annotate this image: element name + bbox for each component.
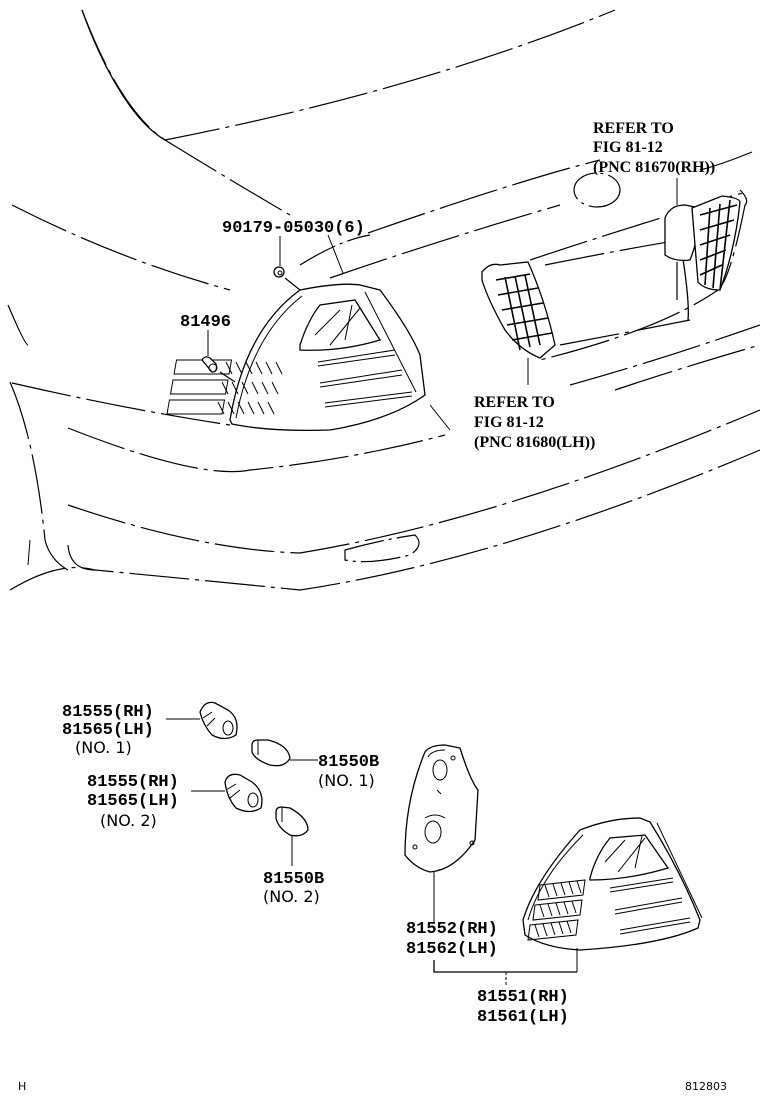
bulb-no1-part: 81550B <box>318 753 379 772</box>
socket-no2-icon <box>224 773 263 813</box>
nut-icon <box>273 266 285 278</box>
installed-tail-lamp <box>166 283 426 432</box>
label-socket-no2: 81555(RH) 81565(LH) (NO. 2) <box>87 773 179 830</box>
refer-lh-line3: (PNC 81680(LH)) <box>474 434 595 451</box>
gasket-rh: 81552(RH) <box>406 920 498 939</box>
socket-no2-lh: 81565(LH) <box>87 792 179 811</box>
refer-lh-line2: FIG 81-12 <box>474 414 544 431</box>
label-bulb-no2: 81550B (NO. 2) <box>263 870 324 906</box>
screw-icon <box>201 356 218 373</box>
refer-rh-line3: (PNC 81670(RH)) <box>593 159 715 176</box>
label-lamp-assembly: 81551(RH) 81561(LH) <box>477 988 569 1027</box>
label-bulb-no1: 81550B (NO. 1) <box>318 753 379 790</box>
label-gasket: 81552(RH) 81562(LH) <box>406 920 498 959</box>
bulb-no2-note: (NO. 2) <box>263 887 320 906</box>
label-nut-part-number: 90179-05030(6) <box>222 219 365 238</box>
label-socket-no1: 81555(RH) 81565(LH) (NO. 1) <box>62 703 154 757</box>
lamp-assembly-icon <box>522 817 703 951</box>
trunk-lamp-rh <box>664 195 741 291</box>
socket-no1-note: (NO. 1) <box>75 738 132 757</box>
bulb-no1-icon <box>251 739 291 767</box>
lamp-assembly-lh: 81561(LH) <box>477 1008 569 1027</box>
trunk-lamp-lh <box>481 261 556 359</box>
socket-no2-rh: 81555(RH) <box>87 773 179 792</box>
refer-rh-line2: FIG 81-12 <box>593 139 663 156</box>
bulb-no2-icon <box>275 806 309 837</box>
socket-no2-note: (NO. 2) <box>100 811 157 830</box>
socket-no1-rh: 81555(RH) <box>62 703 154 722</box>
label-refer-rh: REFER TO FIG 81-12 (PNC 81670(RH)) <box>593 120 715 176</box>
bulb-no2-part: 81550B <box>263 870 324 889</box>
lamp-assembly-rh: 81551(RH) <box>477 988 569 1007</box>
bulb-no1-note: (NO. 1) <box>318 771 375 790</box>
footer-left-code: H <box>18 1080 26 1093</box>
refer-rh-line1: REFER TO <box>593 120 674 137</box>
gasket-icon <box>404 744 479 873</box>
refer-lh-line1: REFER TO <box>474 394 555 411</box>
socket-no1-lh: 81565(LH) <box>62 721 154 740</box>
gasket-lh: 81562(LH) <box>406 940 498 959</box>
label-refer-lh: REFER TO FIG 81-12 (PNC 81680(LH)) <box>474 394 595 451</box>
led-grid <box>166 359 283 415</box>
socket-no1-icon <box>199 701 238 740</box>
footer-right-code: 812803 <box>685 1080 727 1093</box>
label-screw-part-number: 81496 <box>180 313 231 332</box>
